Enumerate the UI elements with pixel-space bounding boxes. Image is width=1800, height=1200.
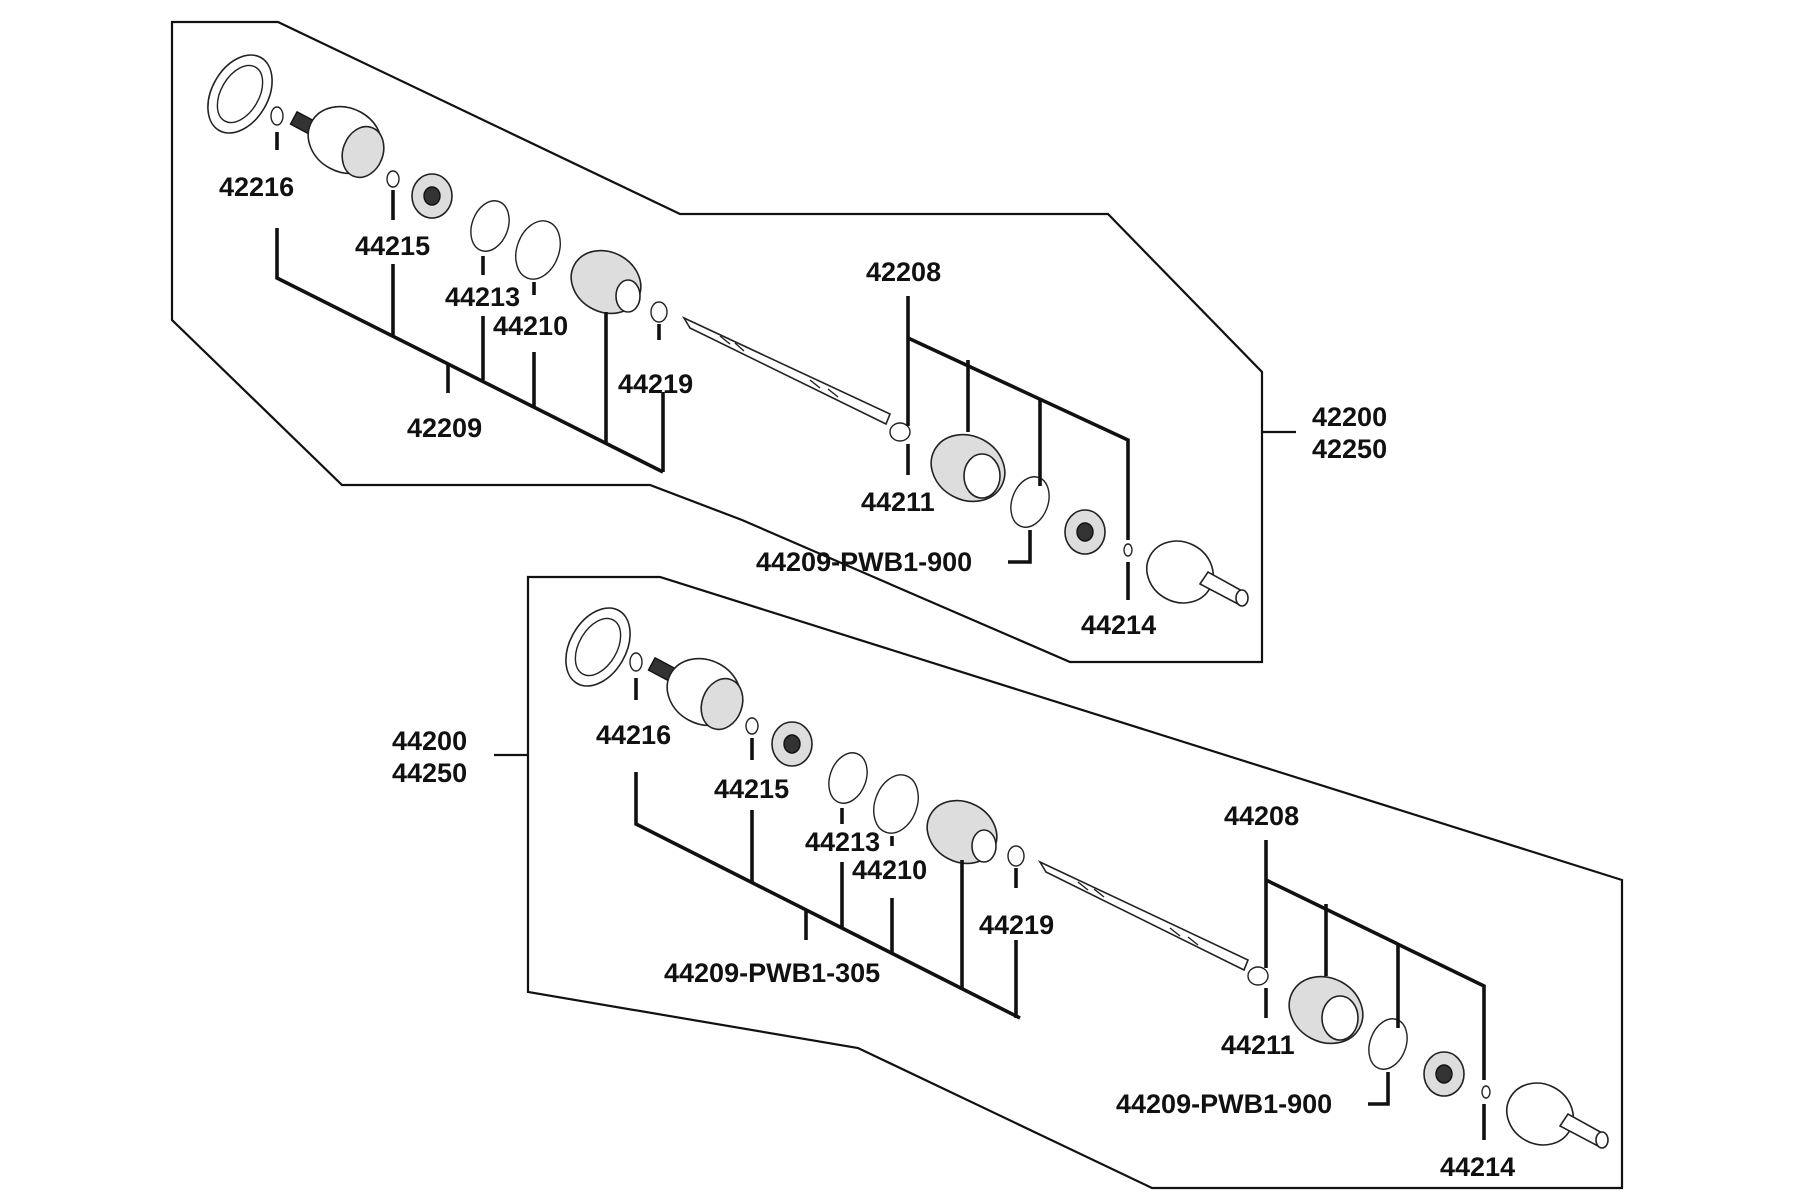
label-44211: 44211	[861, 487, 935, 517]
lower-shaft	[1037, 860, 1250, 972]
lower-parts	[565, 607, 1609, 1149]
lower-band-44219	[1007, 845, 1025, 867]
label-44210-lower: 44210	[852, 855, 927, 885]
upper-assembly-label-1: 42200	[1312, 402, 1387, 432]
lower-driveshaft-assembly: 44216 44215 44213 44210 44209-PWB1-305 4…	[392, 575, 1624, 1190]
label-44214: 44214	[1081, 610, 1156, 640]
upper-driveshaft-assembly: 42216 44215 44213 44210 42209 44219 4220…	[170, 20, 1387, 664]
label-44209-PWB1-900-lower: 44209-PWB1-900	[1116, 1089, 1332, 1119]
label-44214-lower: 44214	[1440, 1152, 1515, 1182]
label-44213: 44213	[445, 282, 520, 312]
upper-ring-44213	[470, 200, 510, 252]
upper-seal	[207, 54, 273, 134]
lower-leader-lines	[634, 678, 1486, 1140]
label-44213-lower: 44213	[805, 827, 880, 857]
label-44215: 44215	[355, 231, 430, 261]
lower-seal	[565, 607, 631, 687]
label-42216: 42216	[219, 172, 294, 202]
label-44211-lower: 44211	[1221, 1030, 1295, 1060]
upper-outer-band	[1010, 476, 1050, 528]
lower-clip-44214	[1481, 1085, 1491, 1099]
lower-ring-44213	[828, 752, 868, 804]
upper-labels: 42216 44215 44213 44210 42209 44219 4220…	[219, 172, 1387, 640]
upper-band-44211	[889, 422, 911, 442]
lower-assembly-label-1: 44200	[392, 726, 467, 756]
upper-assembly-frame	[170, 20, 1264, 664]
lower-outer-joint	[1506, 1082, 1574, 1146]
label-44219-lower: 44219	[979, 910, 1054, 940]
upper-shaft	[681, 316, 892, 426]
upper-clip-44214	[1123, 543, 1133, 557]
upper-snap-ring	[270, 106, 284, 126]
label-44210: 44210	[493, 311, 568, 341]
lower-clip	[745, 717, 759, 735]
upper-leader-lines	[275, 132, 1130, 600]
lower-snap-ring	[629, 652, 643, 672]
lower-outer-band	[1368, 1018, 1408, 1070]
lower-labels: 44216 44215 44213 44210 44209-PWB1-305 4…	[392, 720, 1515, 1182]
label-44215-lower: 44215	[714, 774, 789, 804]
lower-assembly-label-2: 44250	[392, 758, 467, 788]
lower-band-44210	[873, 774, 919, 834]
upper-parts	[207, 54, 1249, 607]
lower-assembly-frame	[526, 575, 1624, 1190]
label-44209-PWB1-305: 44209-PWB1-305	[664, 958, 880, 988]
label-44208: 44208	[1224, 801, 1299, 831]
label-42208: 42208	[866, 257, 941, 287]
upper-outer-joint	[1146, 540, 1214, 604]
upper-band-44210	[515, 220, 561, 280]
upper-assembly-label-2: 42250	[1312, 434, 1387, 464]
label-44216-lower: 44216	[596, 720, 671, 750]
label-44219: 44219	[618, 369, 693, 399]
label-44209-PWB1-900-upper: 44209-PWB1-900	[756, 547, 972, 577]
upper-band-44219	[650, 301, 668, 323]
lower-band-44211	[1247, 966, 1269, 986]
label-42209: 42209	[407, 413, 482, 443]
upper-clip	[386, 170, 400, 188]
